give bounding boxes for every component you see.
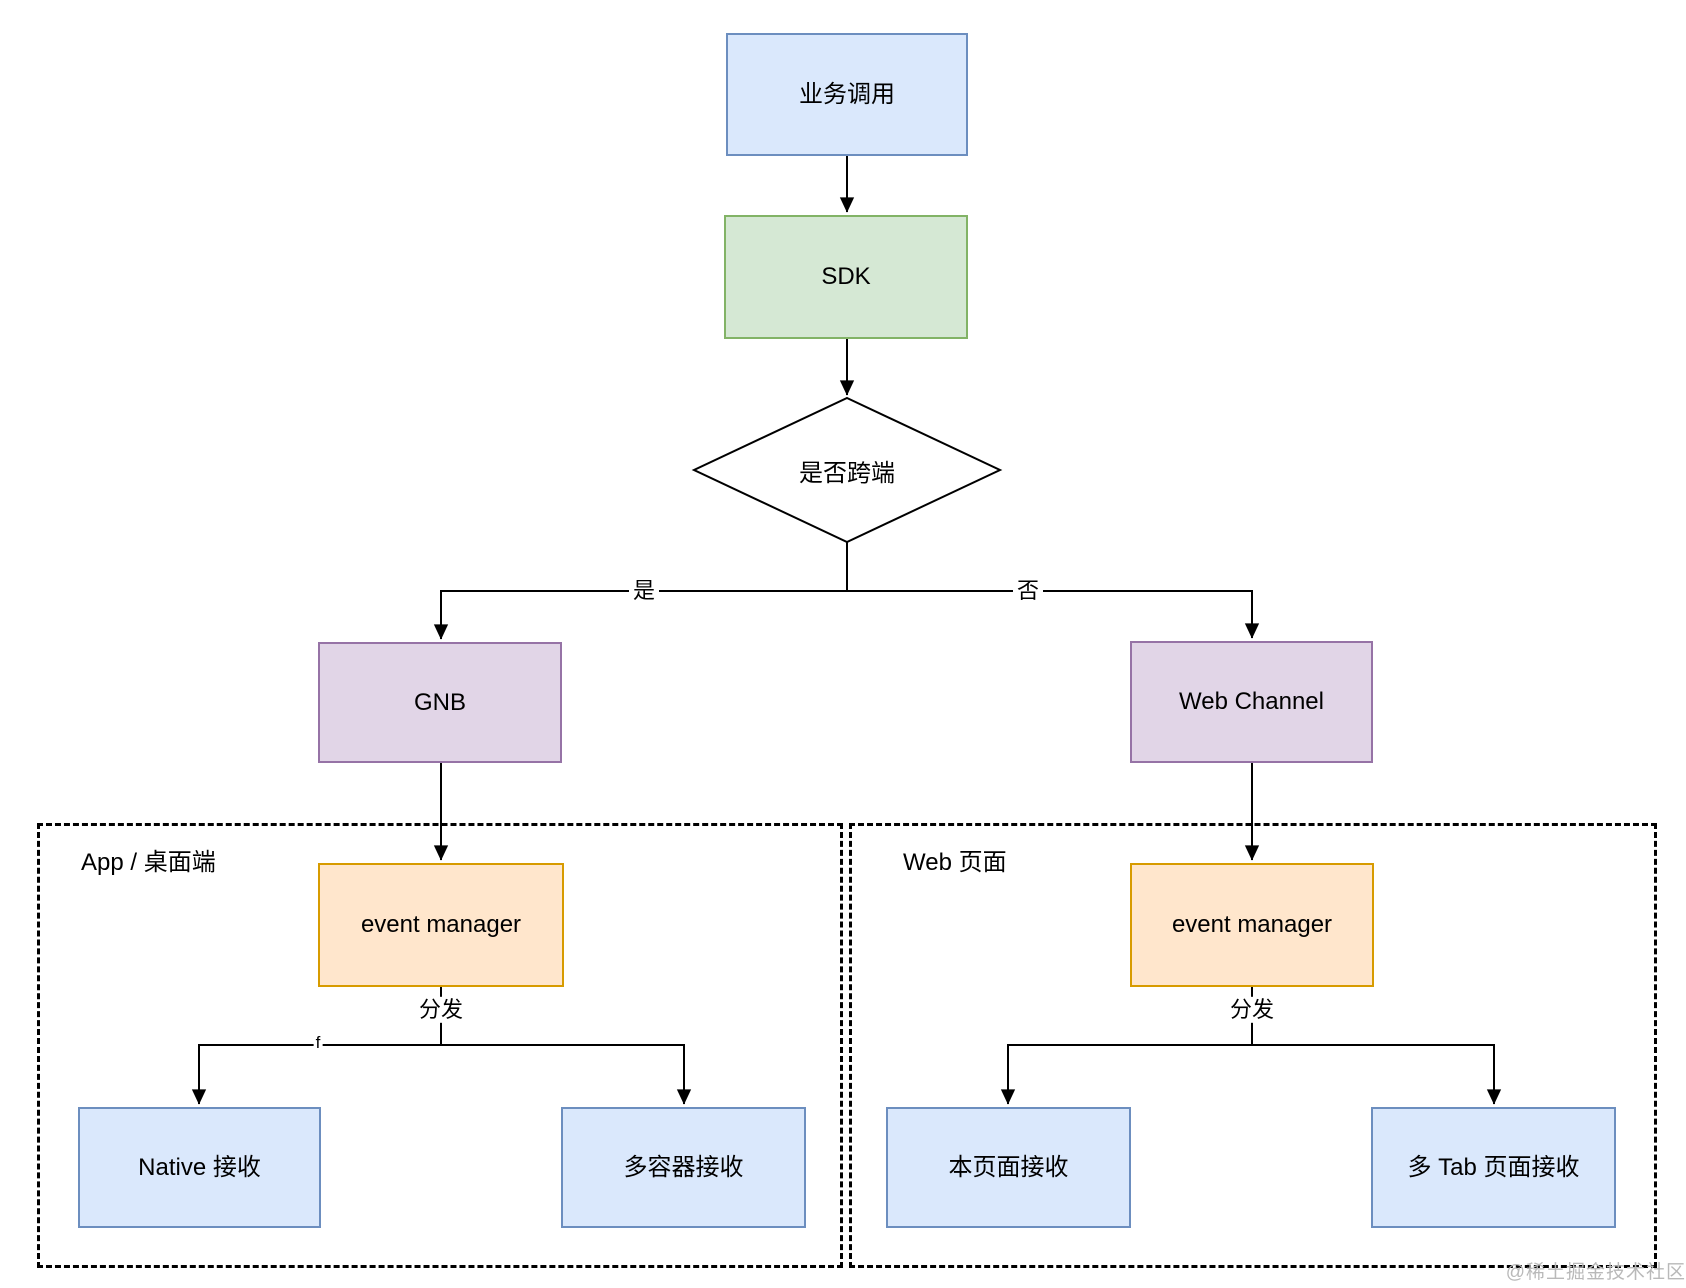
group-web-page-label: Web 页面	[903, 849, 1007, 876]
node-event-manager-app: event manager	[318, 863, 564, 987]
edge-label-no: 否	[1012, 577, 1044, 605]
node-gnb: GNB	[318, 642, 562, 763]
node-sdk: SDK	[724, 215, 968, 339]
edge-label-yes: 是	[628, 577, 660, 605]
node-multi-container-receive-label: 多容器接收	[623, 1153, 744, 1181]
watermark: @稀土掘金技术社区	[1505, 1262, 1686, 1283]
node-web-channel-label: Web Channel	[1179, 688, 1324, 716]
edge-label-f: f	[313, 1032, 323, 1054]
group-web-page	[849, 823, 1657, 1268]
node-event-manager-web: event manager	[1130, 863, 1374, 987]
edge-no-to-webchannel	[847, 590, 1260, 639]
node-business-call: 业务调用	[726, 33, 968, 156]
node-event-manager-web-label: event manager	[1171, 911, 1333, 939]
node-multi-tab-receive: 多 Tab 页面接收	[1371, 1107, 1616, 1228]
edge-label-dispatch-web: 分发	[1225, 996, 1279, 1024]
node-sdk-label: SDK	[821, 263, 871, 291]
node-gnb-label: GNB	[413, 688, 466, 716]
node-multi-tab-receive-label: 多 Tab 页面接收	[1407, 1153, 1580, 1181]
node-decision: 是否跨端	[694, 398, 1000, 542]
edge-label-dispatch-app: 分发	[414, 996, 468, 1024]
group-app-desktop	[37, 823, 843, 1268]
node-native-receive-label: Native 接收	[138, 1153, 261, 1181]
node-web-channel: Web Channel	[1130, 641, 1373, 763]
node-multi-container-receive: 多容器接收	[561, 1107, 806, 1228]
group-app-desktop-label: App / 桌面端	[81, 849, 216, 876]
node-current-page-receive-label: 本页面接收	[948, 1153, 1069, 1181]
node-current-page-receive: 本页面接收	[886, 1107, 1131, 1228]
node-business-call-label: 业务调用	[799, 80, 895, 108]
node-decision-label: 是否跨端	[799, 459, 895, 487]
node-event-manager-app-label: event manager	[360, 911, 522, 939]
node-native-receive: Native 接收	[78, 1107, 321, 1228]
